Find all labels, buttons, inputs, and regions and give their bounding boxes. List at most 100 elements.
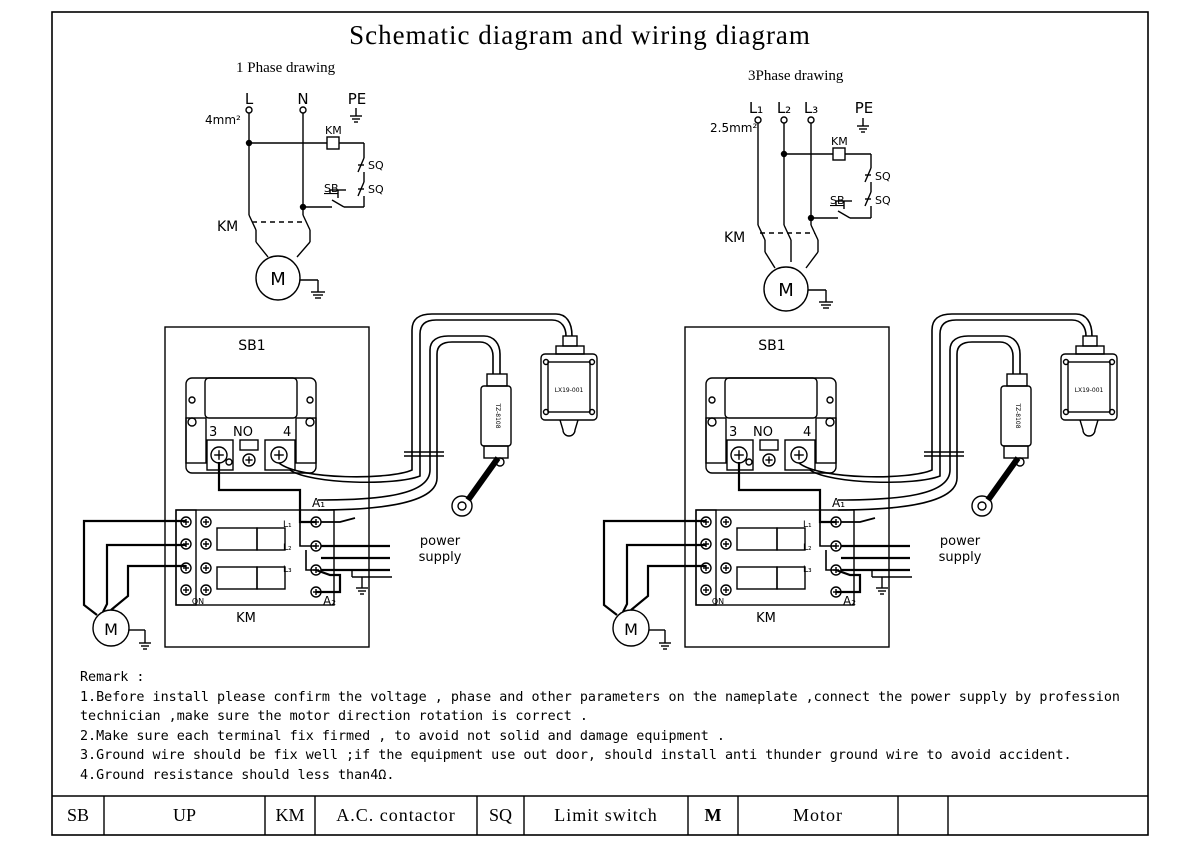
legend-dividers bbox=[103, 796, 949, 835]
screw-terminal bbox=[720, 538, 732, 550]
screw-hole bbox=[542, 358, 550, 366]
limit-switch-face bbox=[547, 361, 591, 413]
push-button-ear bbox=[295, 417, 317, 464]
contactor-module bbox=[256, 527, 286, 551]
l2-label: L₂ bbox=[283, 543, 292, 553]
enclosure-box bbox=[684, 326, 890, 648]
limit-switch-model: LX19-001 bbox=[555, 387, 584, 394]
push-button-ear bbox=[185, 417, 207, 464]
contactor-module bbox=[216, 527, 258, 551]
roller-switch-head bbox=[1003, 445, 1029, 459]
small-screw bbox=[225, 458, 233, 466]
right-schematic bbox=[754, 116, 872, 312]
left-terminal-N: N bbox=[297, 90, 308, 108]
right-motor-label: M bbox=[778, 280, 794, 301]
screw-terminal bbox=[200, 562, 212, 574]
cable-outer bbox=[289, 319, 567, 484]
legend-cell: KM bbox=[275, 805, 305, 825]
legend-cell: SB bbox=[66, 805, 90, 825]
cable-outer bbox=[798, 313, 1093, 478]
screw-terminal bbox=[200, 516, 212, 528]
enclosure-title: SB1 bbox=[758, 338, 785, 354]
coil-wire bbox=[315, 568, 342, 594]
right-wire-size: 2.5mm² bbox=[710, 121, 757, 135]
motor-wire bbox=[110, 564, 186, 611]
l3-label: L₃ bbox=[803, 565, 812, 575]
cable-inner bbox=[317, 335, 501, 501]
terminal-3-label: 3 bbox=[729, 425, 737, 440]
motor-wire bbox=[630, 564, 706, 611]
remark-line-5: 4.Ground resistance should less than4Ω. bbox=[80, 767, 395, 783]
roller-switch-gland bbox=[1006, 373, 1028, 387]
limit-switch-gland bbox=[562, 335, 578, 347]
remarks-block: Remark : 1.Before install please confirm… bbox=[80, 668, 1160, 786]
screw-hole bbox=[542, 408, 550, 416]
terminal-4-label: 4 bbox=[803, 425, 811, 440]
mount-hole bbox=[707, 417, 717, 427]
roller-hub bbox=[457, 501, 467, 511]
right-sq2-label: SQ bbox=[875, 194, 891, 207]
legend-cell bbox=[948, 796, 1148, 834]
mount-hole bbox=[188, 396, 196, 404]
l1-label: L₁ bbox=[803, 520, 812, 530]
terminal-3-label: 3 bbox=[209, 425, 217, 440]
right-terminal-L1: L₁ bbox=[749, 99, 763, 117]
right-heading: 3Phase drawing bbox=[748, 68, 844, 84]
on-label: ON bbox=[712, 597, 724, 606]
screw-terminal bbox=[700, 562, 712, 574]
roller-switch-model: TZ-8108 bbox=[494, 402, 501, 428]
control-wire bbox=[737, 462, 836, 524]
screw-terminal bbox=[180, 584, 192, 596]
power-supply-label-2: supply bbox=[939, 550, 982, 565]
screw-terminal bbox=[700, 584, 712, 596]
plunger bbox=[1079, 419, 1099, 437]
screw-terminal bbox=[720, 516, 732, 528]
left-sq1-label: SQ bbox=[368, 159, 384, 172]
screw-hole bbox=[588, 358, 596, 366]
terminal-housing bbox=[264, 439, 296, 471]
motor-symbol bbox=[255, 255, 301, 301]
contactor-module bbox=[776, 527, 806, 551]
left-terminal-L: L bbox=[245, 90, 254, 108]
contactor-module bbox=[776, 566, 806, 590]
power-supply-label-1: power bbox=[420, 534, 461, 549]
screw-terminal bbox=[720, 562, 732, 574]
bridge-wire bbox=[825, 550, 836, 571]
button-window bbox=[759, 439, 779, 451]
legend-cell: SQ bbox=[488, 805, 512, 825]
terminal-no-label: NO bbox=[233, 425, 253, 440]
cable-inner bbox=[317, 341, 494, 511]
small-screw bbox=[745, 458, 753, 466]
motor-wire bbox=[602, 519, 706, 616]
screw-terminal bbox=[200, 538, 212, 550]
contactor-body bbox=[175, 509, 335, 606]
contactor-label: KM bbox=[756, 611, 776, 626]
l1-label: L₁ bbox=[283, 520, 292, 530]
a2-label: A₂ bbox=[323, 594, 336, 608]
roller-pivot bbox=[1015, 457, 1025, 467]
mount-hole bbox=[187, 417, 197, 427]
contactor-side bbox=[175, 509, 197, 606]
a2-label: A₂ bbox=[843, 594, 856, 608]
remark-line-3: 2.Make sure each terminal fix firmed , t… bbox=[80, 728, 725, 744]
legend-cell: M bbox=[704, 805, 722, 825]
remark-line-4: 3.Ground wire should be fix well ;if the… bbox=[80, 748, 1072, 764]
km-coil bbox=[326, 136, 340, 150]
limit-switch-face bbox=[1067, 361, 1111, 413]
push-button-ear bbox=[815, 417, 837, 464]
coil-wire bbox=[835, 568, 862, 594]
enclosure-box bbox=[164, 326, 370, 648]
screw-hole bbox=[588, 408, 596, 416]
mount-hole bbox=[826, 396, 834, 404]
remark-line-2: technician ,make sure the motor directio… bbox=[80, 709, 588, 725]
legend-cell: A.C. contactor bbox=[336, 805, 456, 825]
screw-terminal bbox=[180, 562, 192, 574]
bridge-wire bbox=[819, 521, 836, 547]
sheet-border bbox=[51, 11, 1149, 836]
left-sb-label: SB bbox=[324, 182, 339, 195]
l2-label: L₂ bbox=[803, 543, 812, 553]
contactor-side bbox=[695, 509, 717, 606]
roller-switch-model: TZ-8108 bbox=[1014, 402, 1021, 428]
